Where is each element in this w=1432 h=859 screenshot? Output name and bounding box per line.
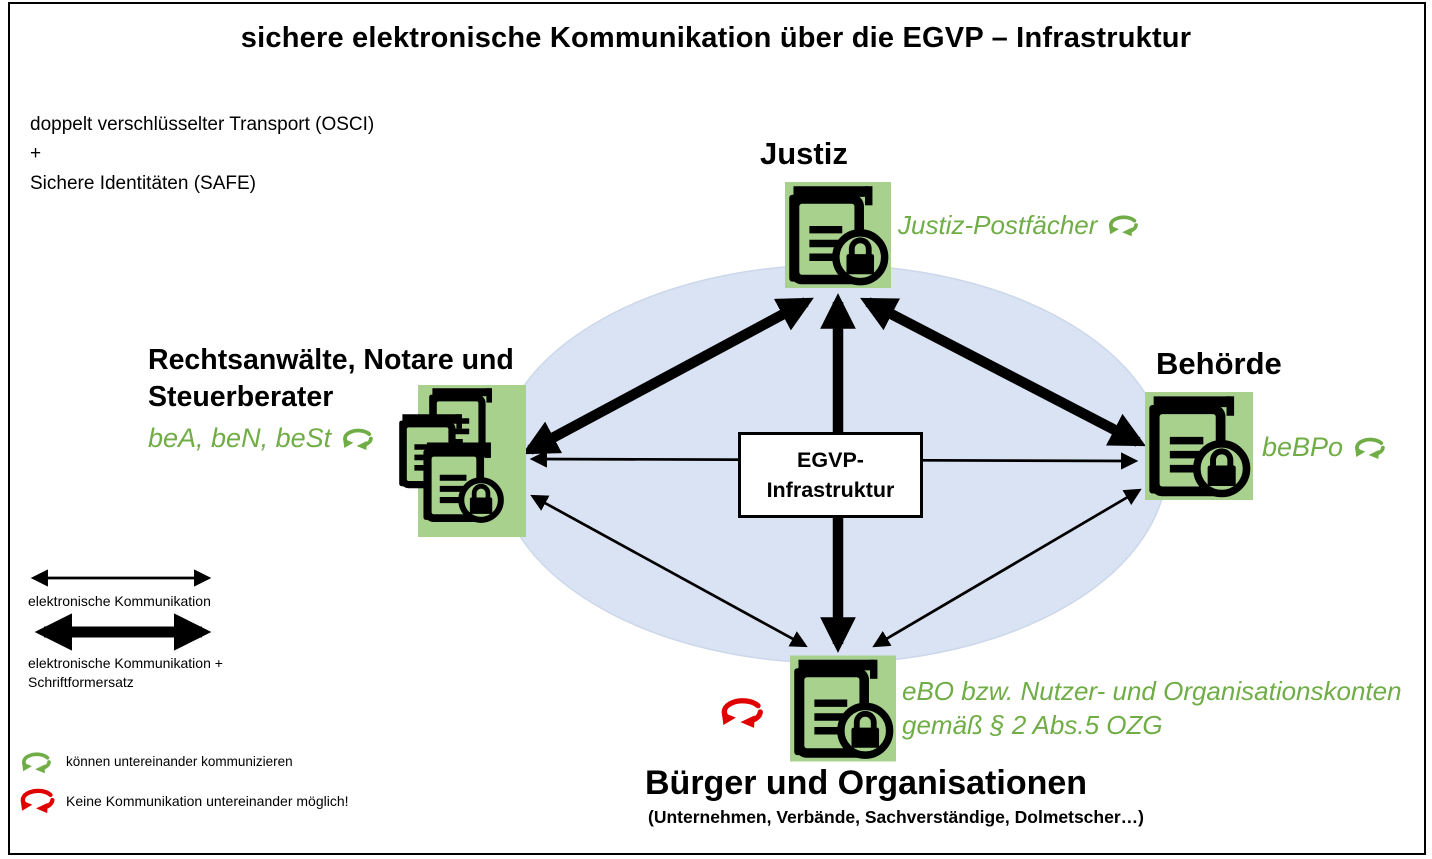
arrow-behoerde-buerger-thin <box>872 488 1142 648</box>
arrow-justiz-behoerde-thick <box>860 297 1146 447</box>
legend-green-sync-label: können untereinander kommunizieren <box>66 754 293 769</box>
encryption-note: doppelt verschlüsselter Transport (OSCI)… <box>30 110 374 198</box>
egvp-hub-label-line2: Infrastruktur <box>766 478 895 502</box>
justiz-title: Justiz <box>760 136 848 171</box>
buerger-mailbox-label-line2: gemäß § 2 Abs.5 OZG <box>902 710 1163 741</box>
justiz-mailbox-label-row: Justiz-Postfächer <box>898 210 1140 241</box>
lawyers-mailbox-label-row: beA, beN, beSt <box>148 423 375 454</box>
legend-thick-arrow-label-line1: elektronische Kommunikation + <box>28 655 223 671</box>
page-title: sichere elektronische Kommunikation über… <box>240 22 1192 54</box>
encryption-note-line1: doppelt verschlüsselter Transport (OSCI) <box>30 114 375 135</box>
lawyers-secure-document-stack-icon <box>388 383 526 537</box>
justiz-mailbox-label: Justiz-Postfächer <box>898 210 1098 240</box>
lawyers-title: Rechtsanwälte, Notare und Steuerberater <box>148 342 514 416</box>
buerger-secure-document-icon <box>790 652 896 762</box>
green-sync-icon <box>341 428 373 452</box>
behoerde-title: Behörde <box>1156 346 1282 381</box>
buerger-subtitle: (Unternehmen, Verbände, Sachverständige,… <box>648 807 1144 827</box>
red-no-sync-icon <box>716 690 766 735</box>
green-sync-icon <box>1353 437 1385 461</box>
encryption-note-line2: + <box>30 143 42 165</box>
buerger-mailbox-label-line1: eBO bzw. Nutzer- und Organisationskonten <box>902 676 1402 706</box>
legend-red-sync-icon <box>16 785 57 816</box>
egvp-hub-label-line1: EGVP- <box>797 447 864 472</box>
legend-thin-arrow <box>30 569 212 587</box>
lawyers-title-line1: Rechtsanwälte, Notare und <box>148 344 514 376</box>
buerger-title: Bürger und Organisationen <box>645 764 1088 802</box>
legend-green-sync-icon <box>20 752 51 775</box>
lawyers-mailbox-label: beA, beN, beSt <box>148 423 332 453</box>
legend-thick-arrow <box>34 613 212 651</box>
legend-red-sync-label: Keine Kommunikation untereinander möglic… <box>66 793 349 809</box>
lawyers-title-line2: Steuerberater <box>148 381 334 414</box>
legend-thick-arrow-label-line2: Schriftformersatz <box>28 673 134 690</box>
arrow-lawyers-buerger-thin <box>530 494 808 648</box>
encryption-note-line3: Sichere Identitäten (SAFE) <box>30 172 256 194</box>
behoerde-secure-document-icon <box>1145 390 1253 500</box>
behoerde-mailbox-label: beBPo <box>1262 432 1344 462</box>
legend-thin-arrow-label: elektronische Kommunikation <box>28 593 211 609</box>
green-sync-icon <box>1107 215 1139 238</box>
egvp-hub-box: EGVP- Infrastruktur <box>738 432 923 518</box>
behoerde-mailbox-label-row: beBPo <box>1262 432 1387 463</box>
legend-thick-arrow-label: elektronische Kommunikation + Schriftfor… <box>28 654 223 692</box>
buerger-mailbox-label: eBO bzw. Nutzer- und Organisationskonten… <box>902 674 1402 743</box>
arrow-justiz-lawyers-thick <box>522 297 814 455</box>
justiz-secure-document-icon <box>785 180 891 288</box>
